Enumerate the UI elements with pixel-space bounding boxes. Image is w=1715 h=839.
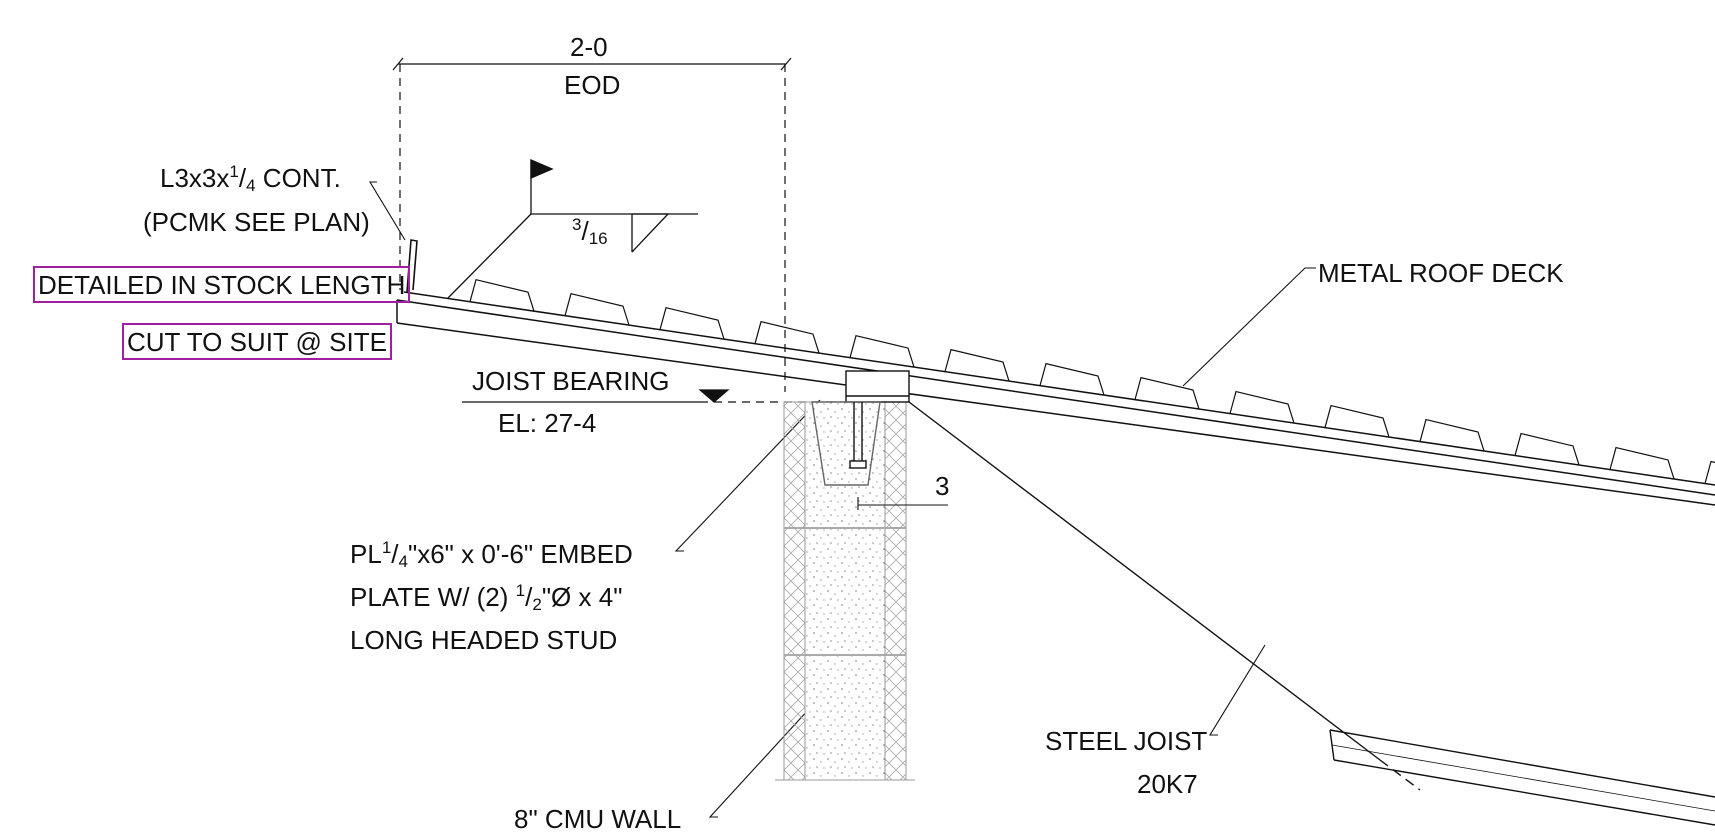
plate-label-3: LONG HEADED STUD — [350, 625, 618, 655]
deck-flute — [1704, 460, 1715, 484]
dimension-line — [392, 57, 792, 392]
deck-flute — [1039, 362, 1105, 396]
angle-piece-mark: (PCMK SEE PLAN) — [143, 207, 370, 237]
cut-to-suit-note: CUT TO SUIT @ SITE — [122, 323, 392, 360]
joist-bearing-label: JOIST BEARING — [472, 366, 670, 396]
plate-dims: "x6" x 0'-6" EMBED — [407, 539, 633, 569]
angle-tail: CONT. — [255, 163, 341, 193]
joist-mark-label: 20K7 — [1137, 769, 1198, 799]
deck-flute — [1514, 432, 1580, 466]
cmu-wall-label: 8" CMU WALL — [514, 804, 682, 834]
deck-flute — [469, 278, 535, 312]
dimension-value: 2-0 — [570, 32, 608, 62]
deck-flute — [1609, 446, 1675, 480]
weld-num: 3 — [572, 215, 582, 234]
plate-studs: PLATE W/ (2) — [350, 582, 516, 612]
plate-prefix: PL — [350, 539, 382, 569]
deck-flute — [1134, 376, 1200, 410]
deck-flute — [1419, 418, 1485, 452]
leader-lines — [369, 181, 1316, 818]
plate-stud-size: "Ø x 4" — [541, 582, 623, 612]
metal-roof-deck — [396, 278, 1715, 506]
deck-flute — [659, 306, 725, 340]
deck-flute — [564, 292, 630, 326]
angle-label: L3x3x1/4 CONT. — [160, 162, 341, 195]
weld-size: 3/16 — [572, 215, 608, 248]
plate-label-2: PLATE W/ (2) 1/2"Ø x 4" — [350, 581, 623, 614]
weld-den: 16 — [588, 229, 608, 248]
plate-label-1: PL1/4"x6" x 0'-6" EMBED — [350, 538, 633, 571]
plate-frac1-num: 1 — [381, 538, 392, 557]
deck-flute — [1229, 390, 1295, 424]
angle-frac-num: 1 — [229, 162, 239, 181]
deck-flute — [849, 334, 915, 368]
deck-flute — [754, 320, 820, 354]
angle-text: L3x3x — [160, 163, 230, 193]
weld-symbol — [447, 159, 698, 299]
deck-flute — [1324, 404, 1390, 438]
elevation-label: EL: 27-4 — [498, 408, 597, 438]
joist-bearing-marker — [462, 389, 848, 403]
cmu-wall — [775, 401, 915, 781]
embed-dimension — [857, 497, 948, 510]
metal-deck-label: METAL ROOF DECK — [1318, 258, 1564, 288]
steel-joist — [908, 401, 1715, 826]
stock-length-note: DETAILED IN STOCK LENGTH — [33, 266, 411, 303]
steel-joist-label: STEEL JOIST — [1045, 726, 1208, 756]
plate-frac2-num: 1 — [515, 581, 526, 600]
deck-flute — [944, 348, 1010, 382]
dimension-ref: EOD — [564, 70, 621, 100]
embed-plate — [811, 370, 910, 486]
embed-dimension-label: 3 — [935, 471, 950, 501]
plate-frac2-den: 2 — [532, 595, 542, 614]
plate-frac1-den: 4 — [398, 552, 408, 571]
angle-frac-den: 4 — [246, 176, 256, 195]
